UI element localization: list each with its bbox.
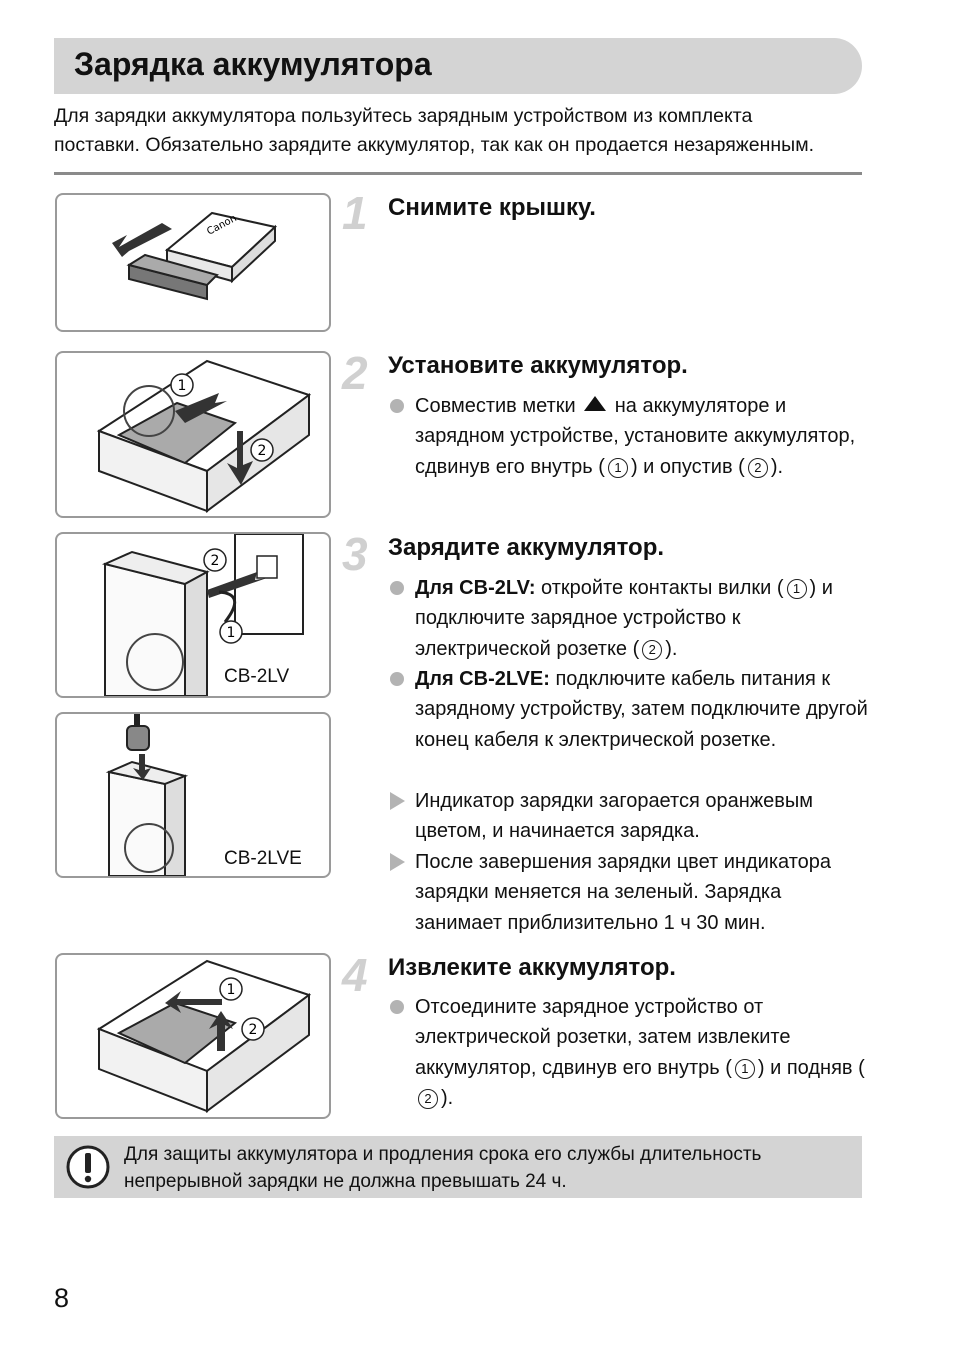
intro-line-1: Для зарядки аккумулятора пользуйтесь зар… [54, 105, 753, 127]
step3-result-indicator: Индикатор зарядки загорается оранжевым ц… [390, 786, 870, 847]
bullet-icon [390, 581, 404, 595]
figure-remove-cover: Canon [55, 193, 331, 332]
triangle-mark-icon [584, 396, 607, 411]
intro-paragraph: Для зарядки аккумулятора пользуйтесь зар… [54, 102, 874, 160]
circled-2: 2 [747, 457, 768, 478]
model-label-cb2lve: CB-2LVE [224, 848, 302, 869]
step-number-3: 3 [342, 528, 368, 580]
figure-remove-battery: 1 2 [55, 953, 331, 1119]
page-number: 8 [54, 1283, 70, 1313]
step2-item: Совместив метки на аккумуляторе и зарядн… [390, 391, 870, 482]
circled-1: 1 [734, 1058, 755, 1079]
callout-1: 1 [227, 982, 236, 998]
page-title: Зарядка аккумулятора [74, 46, 432, 82]
step-title-3: Зарядите аккумулятор. [388, 534, 665, 561]
circled-1: 1 [607, 457, 628, 478]
bullet-icon [390, 1000, 404, 1014]
callout-2: 2 [258, 443, 267, 459]
figure-cb2lve: CB-2LVE [55, 712, 331, 878]
caution-note [54, 1136, 862, 1198]
intro-line-2: поставки. Обязательно зарядите аккумулят… [54, 134, 815, 156]
result-arrow-icon [390, 853, 405, 871]
step-number-4: 4 [342, 949, 368, 1001]
circled-2: 2 [418, 1089, 438, 1110]
step-number-2: 2 [342, 347, 368, 399]
title-bar [54, 38, 862, 94]
divider [54, 172, 862, 175]
figure-insert-battery: 1 2 [55, 351, 331, 518]
caution-line-1: Для защиты аккумулятора и продления срок… [124, 1144, 762, 1165]
caution-text: Для защиты аккумулятора и продления срок… [124, 1141, 844, 1195]
figure-cb2lv: 2 1 CB-2LV [55, 532, 331, 698]
step-title-4: Извлеките аккумулятор. [388, 954, 676, 981]
caution-icon [65, 1144, 111, 1195]
circled-1: 1 [786, 579, 807, 599]
bullet-icon [390, 672, 404, 686]
callout-1: 1 [178, 378, 187, 394]
callout-1: 1 [227, 625, 236, 641]
bullet-icon [390, 399, 404, 413]
model-label-cb2lv: CB-2LV [224, 666, 290, 687]
step3-item-cb2lv: Для CB-2LV: откройте контакты вилки (1) … [390, 573, 870, 664]
circled-2: 2 [642, 639, 663, 660]
step-title-2: Установите аккумулятор. [388, 352, 688, 379]
step3-result-complete: После завершения зарядки цвет индикатора… [390, 847, 870, 938]
step-number-1: 1 [342, 187, 368, 239]
step4-item: Отсоедините зарядное устройство от элект… [390, 992, 870, 1114]
callout-2: 2 [249, 1022, 258, 1038]
step3-item-cb2lve: Для CB-2LVE: подключите кабель питания к… [390, 664, 870, 755]
caution-line-2: непрерывной зарядки не должна превышать … [124, 1171, 567, 1192]
callout-2: 2 [211, 553, 220, 569]
result-arrow-icon [390, 792, 405, 810]
step-title-1: Снимите крышку. [388, 194, 596, 221]
